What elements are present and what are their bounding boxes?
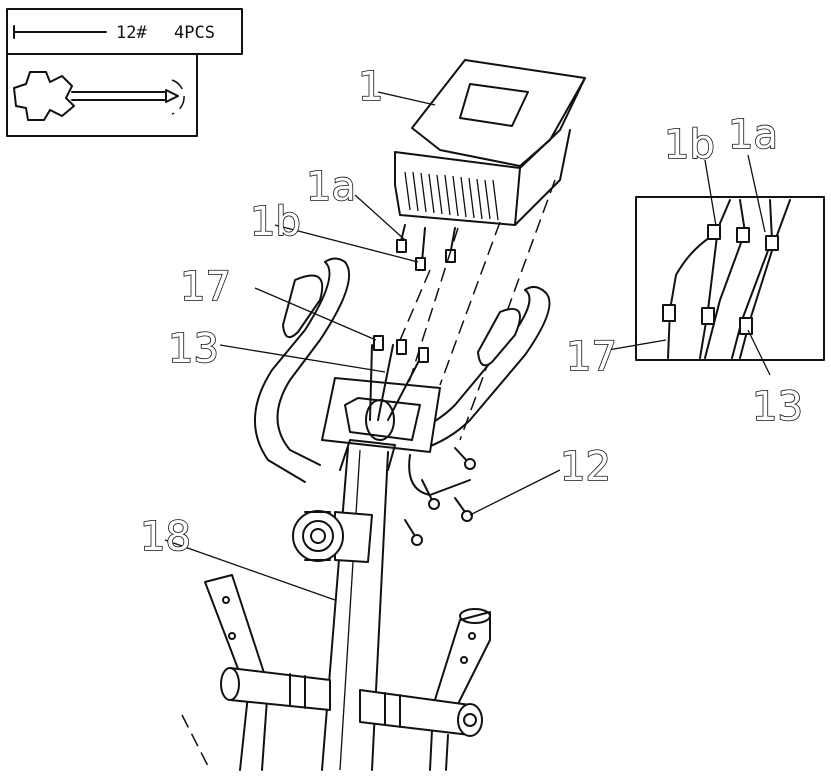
detail-label-17: 17 bbox=[566, 334, 617, 380]
ground-dash bbox=[181, 714, 211, 771]
screw-icon bbox=[454, 497, 473, 522]
detail-label-13: 13 bbox=[752, 384, 803, 430]
hardware-part-label: 12# bbox=[116, 23, 147, 43]
screws bbox=[404, 447, 476, 546]
wiring-detail-box bbox=[607, 154, 825, 376]
detail-connector-17-icon bbox=[662, 304, 676, 322]
detail-connector-1a-icon bbox=[765, 235, 779, 251]
detail-connector-13-icon bbox=[701, 307, 715, 325]
console-speaker-grille bbox=[404, 171, 499, 221]
callout-18: 18 bbox=[140, 514, 191, 560]
callout-1b: 1b bbox=[250, 199, 301, 245]
connector-icon bbox=[418, 347, 429, 363]
mast bbox=[321, 335, 441, 771]
hardware-box: 12# 4PCS bbox=[6, 8, 243, 137]
hardware-quantity-label: 4PCS bbox=[174, 23, 215, 43]
connector-17-icon bbox=[373, 335, 384, 351]
callout-13: 13 bbox=[168, 326, 219, 372]
callout-17: 17 bbox=[180, 264, 231, 310]
leader-lines bbox=[164, 91, 561, 601]
detail-label-1a: 1a bbox=[728, 112, 778, 158]
screw-icon bbox=[404, 519, 423, 546]
connector-1a-icon bbox=[396, 239, 407, 253]
wrench-icon bbox=[13, 71, 185, 121]
connector-1b-icon bbox=[415, 257, 426, 271]
right-pedal-arm bbox=[359, 608, 491, 771]
screw-icon bbox=[421, 479, 440, 510]
handlebar-left bbox=[253, 257, 351, 483]
callout-1a: 1a bbox=[306, 164, 356, 210]
console bbox=[394, 59, 586, 271]
connector-13-icon bbox=[396, 339, 407, 355]
tension-knob bbox=[292, 510, 373, 563]
left-pedal-arm bbox=[204, 574, 331, 771]
callout-12: 12 bbox=[560, 444, 611, 490]
grip-sensor-left bbox=[282, 274, 324, 339]
callout-1: 1 bbox=[358, 64, 383, 110]
detail-connector-1a-icon bbox=[736, 227, 750, 243]
grip-sensor-right bbox=[477, 307, 521, 367]
detail-connector-13-icon bbox=[739, 317, 753, 335]
detail-label-1b: 1b bbox=[664, 122, 715, 168]
screw-icon bbox=[454, 447, 476, 470]
detail-connector-1b-icon bbox=[707, 224, 721, 240]
bolt-icon bbox=[13, 25, 107, 39]
